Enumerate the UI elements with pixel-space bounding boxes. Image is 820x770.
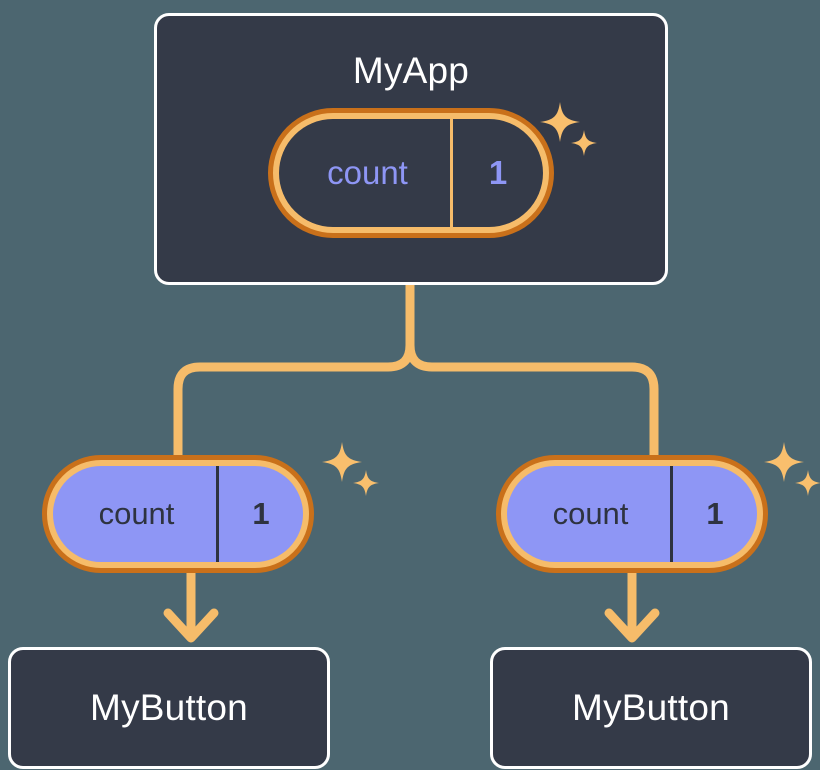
component-title-mybutton-right: MyButton (572, 687, 730, 728)
component-box-mybutton-right[interactable]: MyButton (490, 647, 812, 769)
state-pill-inner: count 1 (507, 466, 757, 562)
component-box-mybutton-left[interactable]: MyButton (8, 647, 330, 769)
component-title-mybutton-left: MyButton (90, 687, 248, 728)
sparkle-icon-right (764, 442, 820, 496)
connector-root-to-right (405, 280, 659, 460)
state-pill-value-right: 1 (670, 466, 757, 562)
state-pill-name-myapp: count (327, 154, 408, 191)
state-pill-inner: count 1 (53, 466, 303, 562)
state-pill-value-left: 1 (216, 466, 303, 562)
state-pill-inner: count 1 (279, 119, 543, 227)
connector-root-to-left (173, 280, 415, 460)
component-title-myapp: MyApp (352, 50, 470, 91)
state-pill-right[interactable]: count 1 (496, 455, 768, 573)
state-pill-left[interactable]: count 1 (42, 455, 314, 573)
state-pill-name-left: count (98, 496, 175, 531)
arrow-down-icon-right (604, 568, 660, 643)
arrow-down-icon-left (163, 568, 219, 643)
state-pill-myapp[interactable]: count 1 (268, 108, 554, 238)
state-pill-value-myapp: 1 (450, 119, 543, 227)
sparkle-icon-left (322, 442, 379, 496)
state-pill-name-right: count (552, 496, 629, 531)
